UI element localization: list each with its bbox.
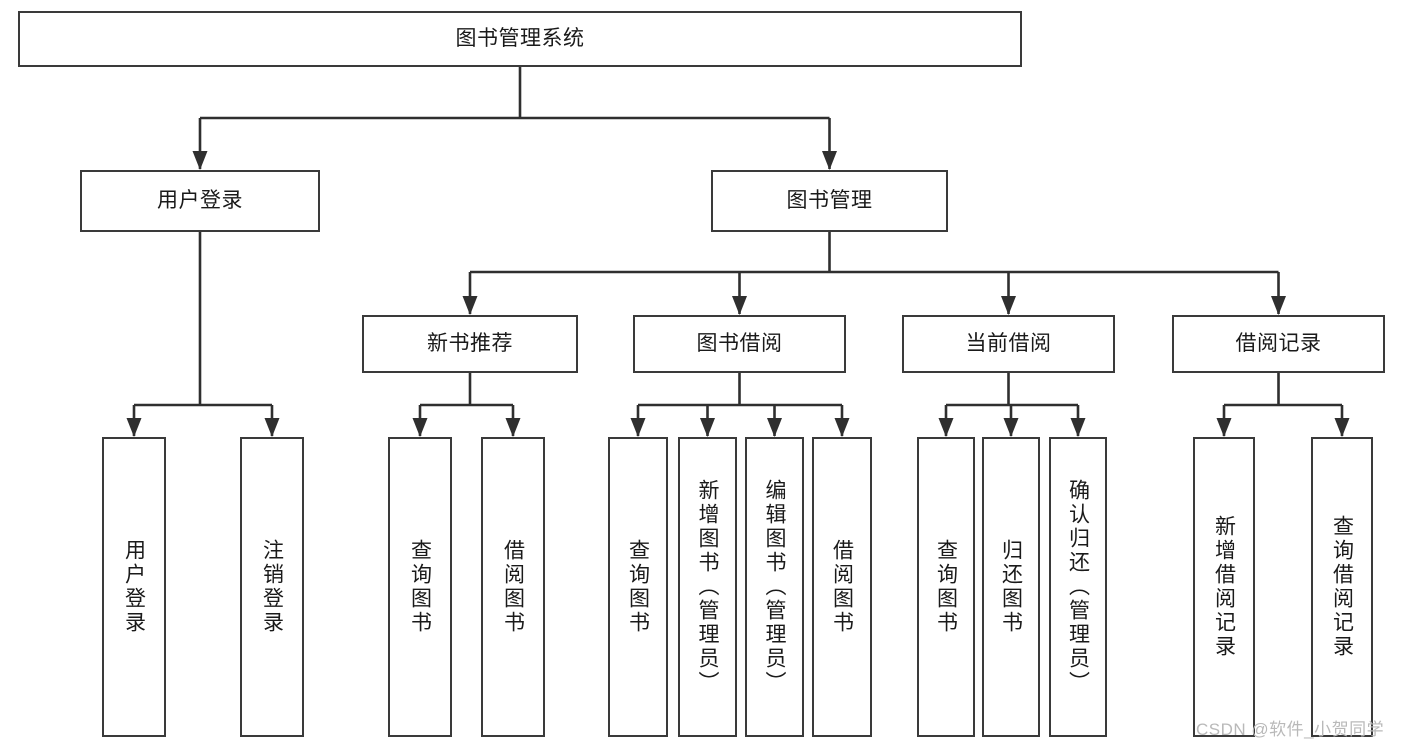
arrow-head-icon (412, 418, 428, 437)
node-newbook[interactable]: 新书推荐 (362, 315, 578, 373)
node-label: 借阅记录 (1235, 331, 1322, 355)
node-label: 查询图书 (626, 539, 650, 635)
node-label: 编辑图书（管理员） (763, 479, 786, 695)
node-label: 当前借阅 (965, 331, 1052, 355)
node-label: 图书管理系统 (455, 26, 585, 50)
node-label: 借阅图书 (830, 539, 854, 635)
node-label: 查询图书 (408, 539, 432, 635)
node-current[interactable]: 当前借阅 (902, 315, 1115, 373)
node-label: 归还图书 (999, 539, 1023, 635)
node-login[interactable]: 用户登录 (80, 170, 320, 232)
node-leaf10[interactable]: 归还图书 (982, 437, 1040, 737)
arrow-head-icon (938, 418, 954, 437)
node-leaf13[interactable]: 查询借阅记录 (1311, 437, 1373, 737)
arrow-head-icon (1003, 418, 1019, 437)
arrow-head-icon (1334, 418, 1350, 437)
arrow-head-icon (1271, 296, 1286, 315)
node-label: 新书推荐 (427, 331, 513, 355)
node-root[interactable]: 图书管理系统 (18, 11, 1022, 67)
node-leaf2[interactable]: 注销登录 (240, 437, 304, 737)
node-label: 用户登录 (157, 188, 243, 212)
arrow-head-icon (732, 296, 747, 315)
node-label: 查询图书 (934, 539, 958, 635)
arrow-head-icon (834, 418, 850, 437)
node-leaf6[interactable]: 新增图书（管理员） (678, 437, 737, 737)
node-records[interactable]: 借阅记录 (1172, 315, 1385, 373)
arrow-head-icon (1070, 418, 1086, 437)
node-label: 新增图书（管理员） (696, 479, 719, 695)
arrow-head-icon (1001, 296, 1016, 315)
node-label: 确认归还（管理员） (1066, 479, 1090, 695)
node-leaf3[interactable]: 查询图书 (388, 437, 452, 737)
node-label: 查询借阅记录 (1330, 515, 1354, 659)
node-leaf9[interactable]: 查询图书 (917, 437, 975, 737)
node-bookmgmt[interactable]: 图书管理 (711, 170, 948, 232)
watermark-text: CSDN @软件_小贺同学 (1196, 720, 1385, 739)
node-leaf12[interactable]: 新增借阅记录 (1193, 437, 1255, 737)
node-label: 注销登录 (260, 539, 284, 635)
arrow-head-icon (1216, 418, 1232, 437)
node-label: 图书借阅 (696, 331, 783, 355)
node-leaf7[interactable]: 编辑图书（管理员） (745, 437, 804, 737)
node-label: 新增借阅记录 (1212, 515, 1236, 659)
node-label: 图书管理 (786, 188, 873, 212)
node-leaf8[interactable]: 借阅图书 (812, 437, 872, 737)
node-label: 用户登录 (122, 539, 146, 635)
arrow-head-icon (822, 151, 837, 170)
node-leaf4[interactable]: 借阅图书 (481, 437, 545, 737)
arrow-head-icon (700, 418, 715, 437)
arrow-head-icon (630, 418, 646, 437)
arrow-head-icon (264, 418, 280, 437)
node-label: 借阅图书 (501, 539, 525, 635)
arrow-head-icon (462, 296, 478, 315)
arrow-head-icon (192, 151, 208, 170)
node-leaf11[interactable]: 确认归还（管理员） (1049, 437, 1107, 737)
arrow-head-icon (126, 418, 142, 437)
arrow-head-icon (505, 418, 521, 437)
node-leaf1[interactable]: 用户登录 (102, 437, 166, 737)
node-borrow[interactable]: 图书借阅 (633, 315, 846, 373)
arrow-head-icon (767, 418, 782, 437)
node-leaf5[interactable]: 查询图书 (608, 437, 668, 737)
